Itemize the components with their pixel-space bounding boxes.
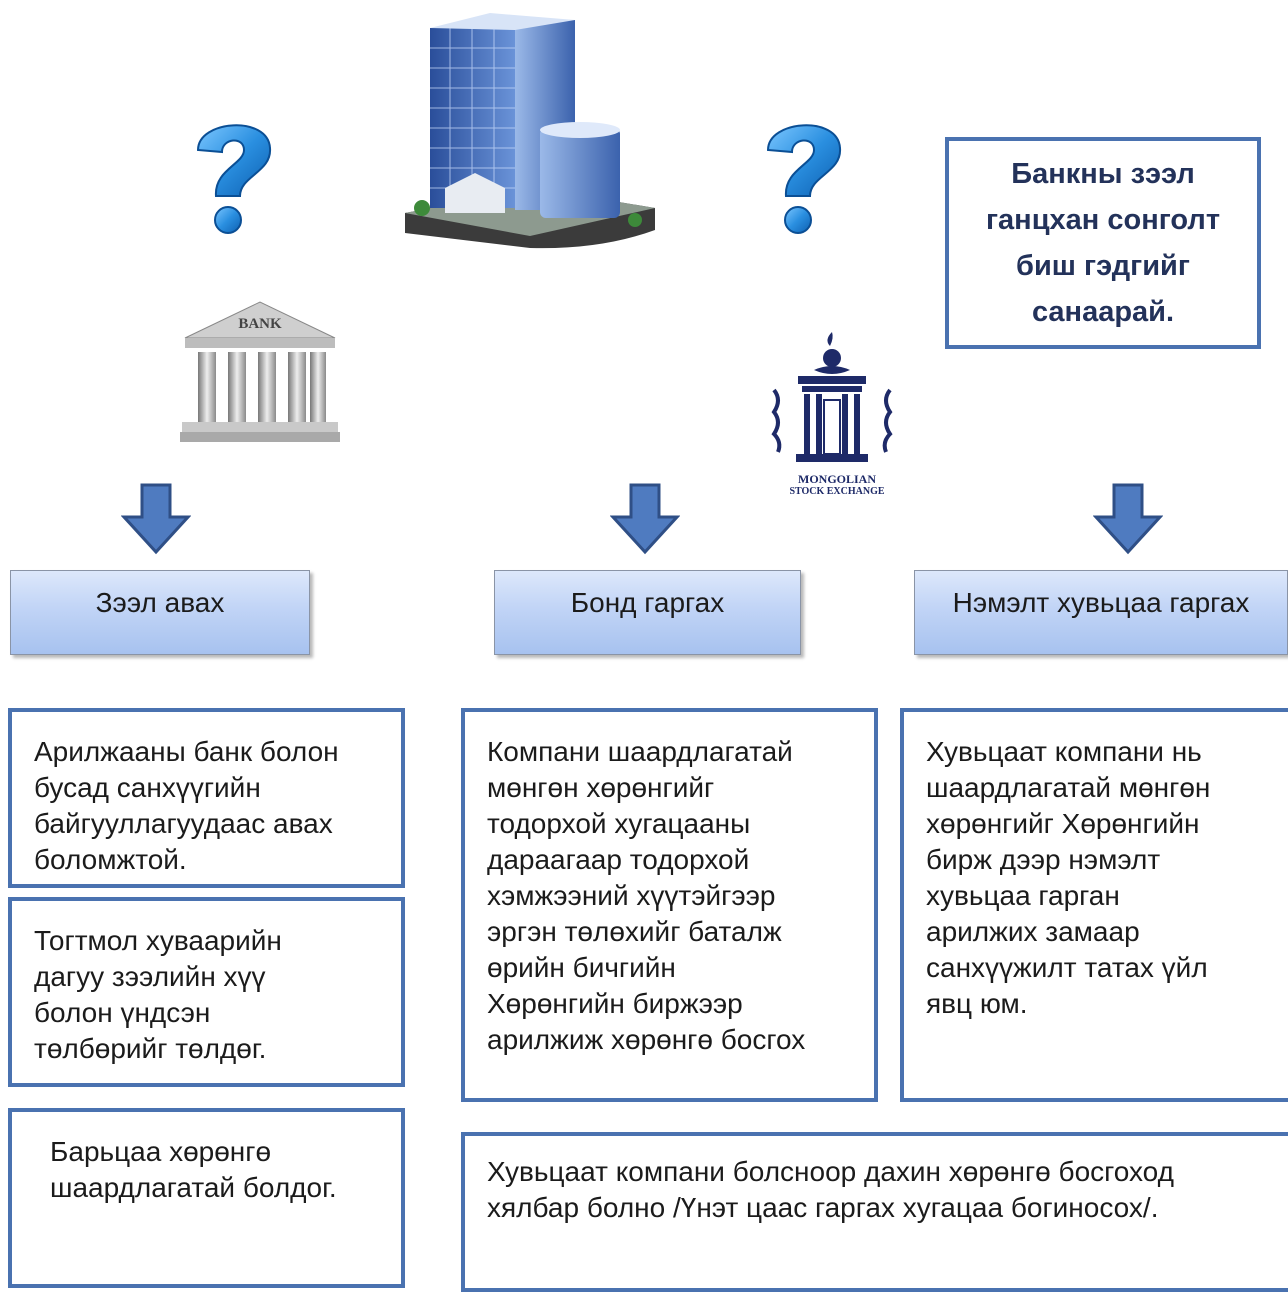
callout-line: ганцхан сонголт xyxy=(985,204,1221,236)
desc-line: дагуу зээлийн хүү xyxy=(34,961,266,992)
desc-line: өрийн бичгийн xyxy=(487,952,676,983)
desc-line: хөрөнгийг Хөрөнгийн xyxy=(926,808,1200,839)
desc-line: Хөрөнгийн биржээр xyxy=(487,988,743,1019)
question-mark-icon-right xyxy=(748,110,858,245)
desc-line: хэмжээний хүүтэйгээр xyxy=(487,880,776,911)
loan-desc-box-2: Тогтмол хуваарийн дагуу зээлийн хүү боло… xyxy=(8,897,405,1087)
callout-box: Банкны зээл ганцхан сонголт биш гэдгийг … xyxy=(945,137,1261,349)
desc-line: бусад санхүүгийн xyxy=(34,772,261,803)
question-mark-icon-left xyxy=(178,110,288,245)
option-loan: Зээл авах xyxy=(10,570,310,655)
option-loan-label: Зээл авах xyxy=(95,587,225,618)
desc-line: хялбар болно /Үнэт цаас гаргах хугацаа б… xyxy=(487,1192,1159,1223)
desc-line: Арилжааны банк болон xyxy=(34,736,339,767)
option-bond: Бонд гаргах xyxy=(494,570,801,655)
callout-line: санаарай. xyxy=(1031,296,1175,328)
share-desc-box: Хувьцаат компани нь шаардлагатай мөнгөн … xyxy=(900,708,1288,1102)
desc-line: санхүүжилт татах үйл xyxy=(926,952,1208,983)
desc-line: мөнгөн хөрөнгийг xyxy=(487,772,715,803)
desc-line: хувьцаа гарган xyxy=(926,880,1120,911)
desc-line: Хувьцаат компани нь xyxy=(926,736,1202,767)
mse-label-line2: STOCK EXCHANGE xyxy=(789,486,885,497)
company-building-icon xyxy=(400,8,665,258)
down-arrow-icon xyxy=(1093,483,1163,555)
callout-line: биш гэдгийг xyxy=(1016,250,1190,282)
desc-line: төлбөрийг төлдөг. xyxy=(34,1033,267,1064)
desc-line: шаардлагатай болдог. xyxy=(50,1172,337,1203)
option-shares: Нэмэлт хувьцаа гаргах xyxy=(914,570,1288,655)
down-arrow-icon xyxy=(610,483,680,555)
desc-line: бирж дээр нэмэлт xyxy=(926,844,1161,875)
loan-desc-box-1: Арилжааны банк болон бусад санхүүгийн ба… xyxy=(8,708,405,888)
down-arrow-icon xyxy=(121,483,191,555)
desc-line: байгууллагуудаас авах xyxy=(34,808,333,839)
desc-line: боломжтой. xyxy=(34,844,187,875)
desc-line: арилжих замаар xyxy=(926,916,1140,947)
desc-line: Хувьцаат компани болсноор дахин хөрөнгө … xyxy=(487,1156,1174,1187)
callout-line: Банкны зээл xyxy=(1011,158,1195,190)
desc-line: арилжиж хөрөнгө босгох xyxy=(487,1024,806,1055)
loan-desc-box-3: Барьцаа хөрөнгө шаардлагатай болдог. xyxy=(8,1108,405,1288)
desc-line: явц юм. xyxy=(926,988,1028,1019)
option-bond-label: Бонд гаргах xyxy=(570,587,725,618)
desc-line: Компани шаардлагатай xyxy=(487,736,793,767)
option-shares-label: Нэмэлт хувьцаа гаргах xyxy=(952,587,1250,618)
desc-line: дараагаар тодорхой xyxy=(487,844,750,875)
mse-label-line1: MONGOLIAN xyxy=(798,472,876,486)
desc-line: тодорхой хугацааны xyxy=(487,808,751,839)
desc-line: болон үндсэн xyxy=(34,997,211,1028)
desc-line: эргэн төлөхийг баталж xyxy=(487,916,782,947)
desc-line: Тогтмол хуваарийн xyxy=(34,925,282,956)
desc-line: шаардлагатай мөнгөн xyxy=(926,772,1211,803)
mse-logo: MONGOLIAN STOCK EXCHANGE xyxy=(752,330,922,502)
bottom-note-box: Хувьцаат компани болсноор дахин хөрөнгө … xyxy=(461,1132,1288,1292)
bank-label: BANK xyxy=(238,316,282,332)
desc-line: Барьцаа хөрөнгө xyxy=(50,1136,272,1167)
bond-desc-box: Компани шаардлагатай мөнгөн хөрөнгийг то… xyxy=(461,708,878,1102)
bank-building-icon: BANK xyxy=(180,300,340,450)
